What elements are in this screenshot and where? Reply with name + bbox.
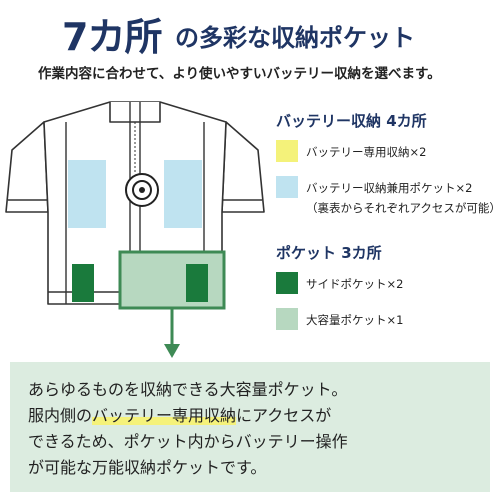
legend-battery-heading: バッテリー収納 4カ所	[276, 112, 427, 130]
side-pocket-left	[72, 264, 94, 302]
title-count: 7カ所	[62, 15, 162, 59]
legend-pocket-heading: ポケット 3カ所	[276, 244, 382, 262]
fan-icon	[125, 173, 159, 207]
legend-battery-shared-note: （裏表からそれぞれアクセスが可能）	[306, 201, 500, 215]
battery-dedicated-swatch	[276, 140, 298, 162]
large-pocket-swatch	[276, 308, 298, 330]
description-highlight: バッテリー専用収納	[92, 406, 237, 425]
description-line-1: あらゆるものを収納できる大容量ポケット。	[28, 380, 348, 399]
description-line-2: 服内側のバッテリー専用収納にアクセスが	[28, 402, 331, 426]
description-box: あらゆるものを収納できる大容量ポケット。 服内側のバッテリー専用収納にアクセスが…	[10, 362, 490, 492]
legend-side-pocket: サイドポケット×2	[306, 277, 404, 291]
description-line-3: できるため、ポケット内からバッテリー操作	[28, 432, 348, 451]
large-pocket	[118, 250, 226, 310]
battery-shared-pocket-right	[164, 160, 202, 228]
description-line-4: が可能な万能収納ポケットです。	[28, 458, 267, 477]
side-pocket-swatch	[276, 272, 298, 294]
description-line-2-pre: 服内側の	[28, 406, 93, 425]
jacket-illustration	[5, 101, 265, 358]
side-pocket-right	[186, 264, 208, 302]
arrow-icon	[164, 308, 180, 358]
battery-shared-swatch	[276, 176, 298, 198]
subtitle: 作業内容に合わせて、より使いやすいバッテリー収納を選べます。	[38, 66, 441, 82]
jacket-collar	[109, 102, 161, 123]
legend-battery-dedicated: バッテリー専用収納×2	[306, 145, 427, 159]
legend-large-pocket: 大容量ポケット×1	[306, 313, 404, 327]
battery-shared-pocket-left	[68, 160, 106, 228]
right-sleeve	[221, 121, 265, 213]
title: 7カ所 の多彩な収納ポケット	[0, 6, 500, 59]
left-sleeve	[5, 121, 49, 213]
legend-battery-shared: バッテリー収納兼用ポケット×2	[306, 181, 473, 195]
title-text: の多彩な収納ポケット	[175, 24, 415, 52]
description-line-2-post: にアクセスが	[236, 406, 332, 425]
